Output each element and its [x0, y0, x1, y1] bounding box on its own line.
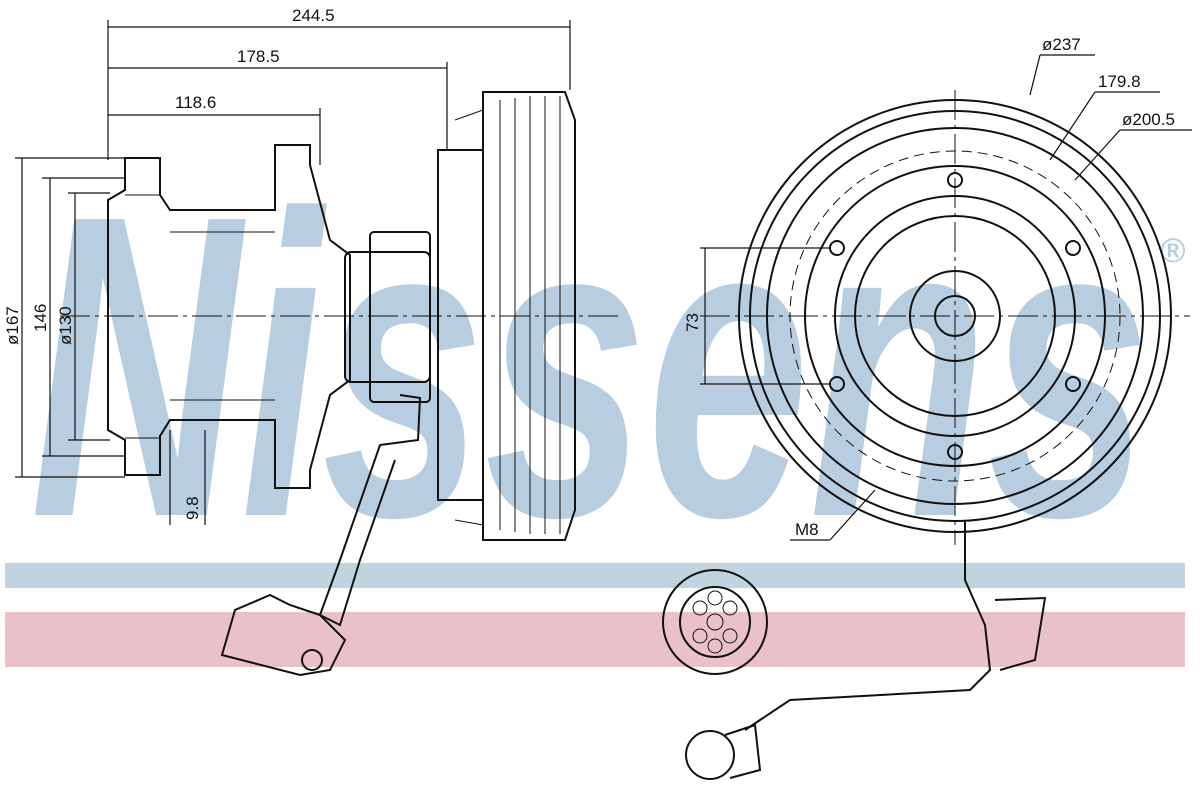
dim-bolt-circle: 179.8	[1098, 72, 1141, 91]
dim-inner-diameter: ø130	[56, 306, 75, 345]
brand-watermark: Nissens	[30, 127, 1150, 607]
pink-band	[5, 612, 1185, 667]
dim-front-outer-diameter: ø237	[1042, 35, 1081, 54]
dim-flange-thickness: 9.8	[183, 496, 202, 520]
dim-overall-length: 244.5	[292, 6, 335, 25]
blue-band	[5, 563, 1185, 588]
dim-pitch: 146	[31, 304, 50, 332]
dim-hole-spacing: 73	[683, 313, 702, 332]
dim-thread: M8	[795, 520, 819, 539]
dim-hub-length: 118.6	[175, 93, 216, 112]
dim-outer-diameter: ø167	[3, 306, 22, 345]
front-view: 73 ø237 179.8 ø200.5 M8	[662, 35, 1192, 780]
side-view: 244.5 178.5 118.6 ø167 146 ø130 9.8	[3, 6, 620, 677]
dim-length-to-flange: 178.5	[237, 47, 280, 66]
dim-ring-diameter: ø200.5	[1122, 110, 1175, 129]
